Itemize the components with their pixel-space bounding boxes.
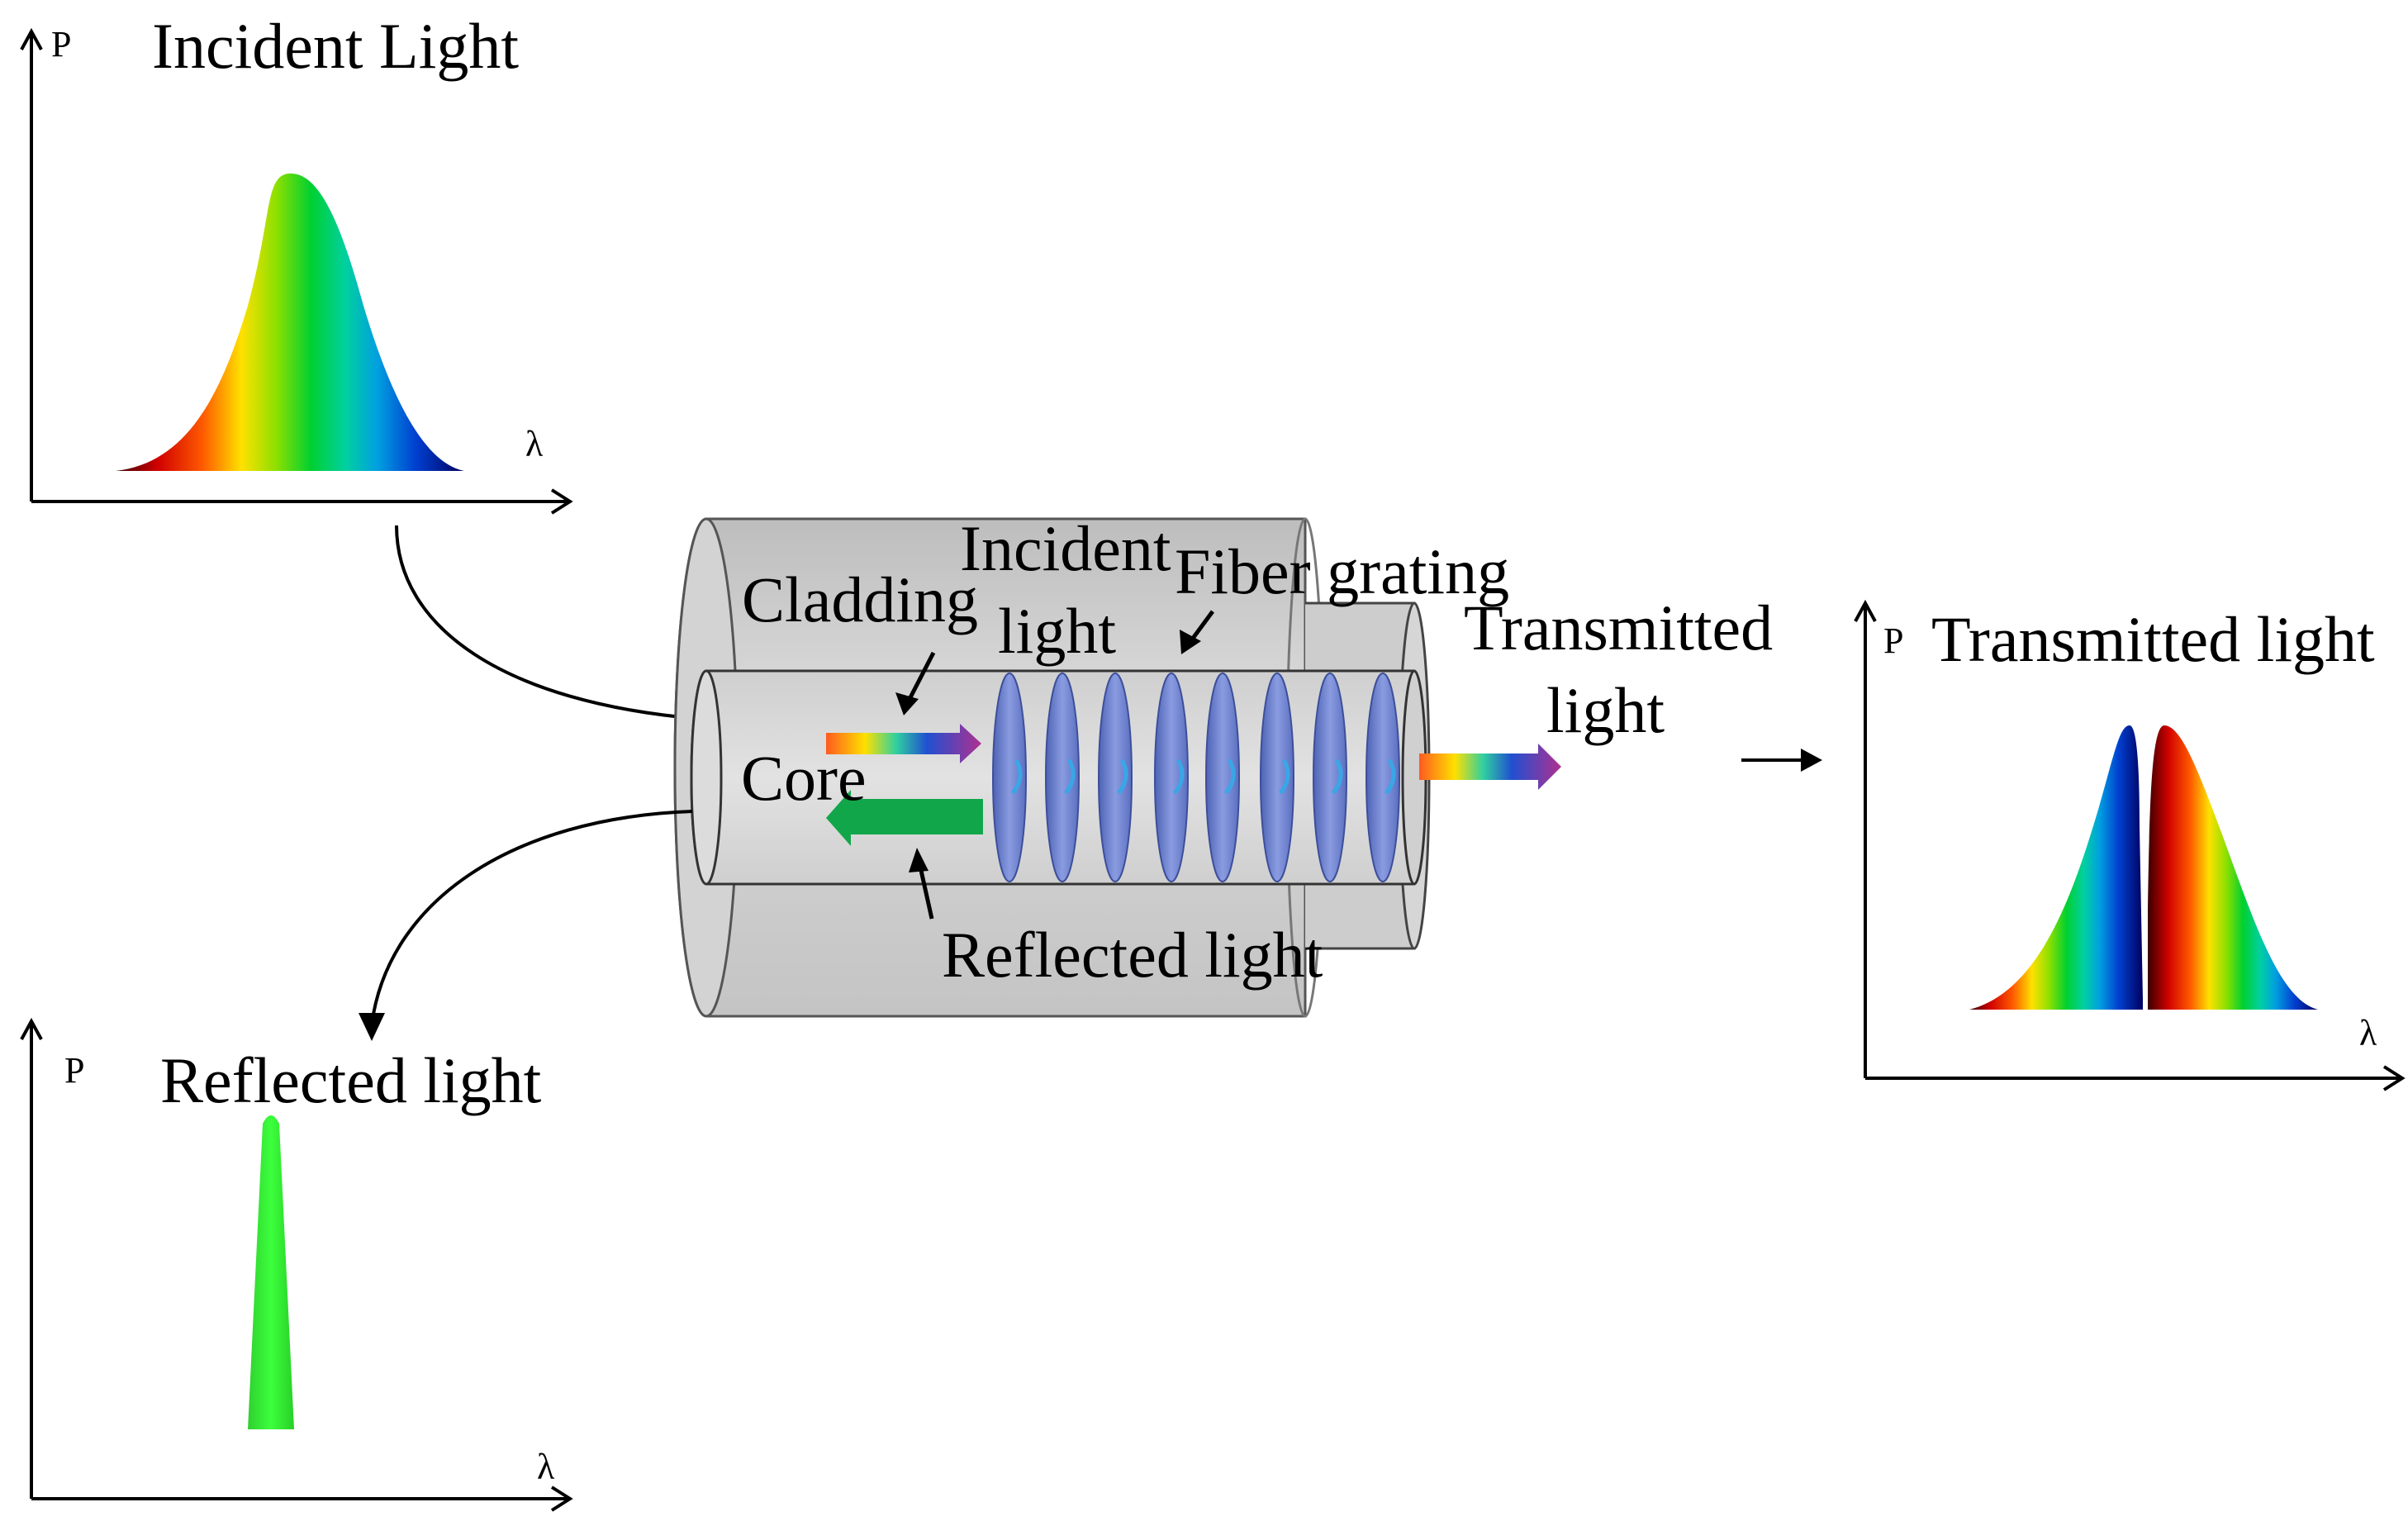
grating-ring (1313, 673, 1347, 882)
incident-light-plot: P λ Incident Light (20, 10, 573, 515)
grating-reflection-swirl (1116, 758, 1128, 795)
grating-reflection-swirl (1172, 758, 1185, 795)
incident-to-fiber-arrow (395, 525, 700, 720)
transmitted-light-label-line2: light (1546, 674, 1665, 746)
reflected-plot-title: Reflected light (160, 1044, 542, 1116)
grating-reflection-swirl (1331, 758, 1343, 795)
grating-ring (1098, 673, 1133, 882)
fiber-grating-rings (992, 673, 1400, 882)
grating-reflection-swirl (1278, 758, 1290, 795)
incident-plot-title: Incident Light (152, 10, 519, 82)
grating-ring (1154, 673, 1189, 882)
incident-y-axis-arrow-icon (20, 27, 43, 50)
grating-ring (1045, 673, 1080, 882)
reflected-pointer-arrowhead-icon (909, 848, 929, 872)
grating-ring (992, 673, 1027, 882)
reflected-light-label: Reflected light (942, 919, 1323, 991)
reflected-x-axis-label: λ (537, 1447, 555, 1487)
transmitted-light-plot: P λ Transmitted light (1854, 599, 2406, 1091)
incident-x-axis-arrow-icon (550, 488, 573, 515)
grating-reflection-swirl (1223, 758, 1236, 795)
grating-reflection-swirl (1010, 758, 1023, 795)
cladding-label: Cladding (742, 563, 978, 635)
grating-pointer-arrowhead-icon (1180, 630, 1201, 654)
reflected-beam-arrow (826, 790, 983, 846)
transmitted-beam-arrow (1419, 744, 1561, 790)
transmitted-y-axis-label: P (1883, 620, 1903, 661)
cladding-pointer-arrow (905, 651, 936, 706)
fiber-to-reflected-arrowhead-icon (359, 1013, 385, 1041)
grating-ring (1260, 673, 1294, 882)
reflected-y-axis-label: P (64, 1050, 84, 1091)
incident-beam-arrow (826, 724, 981, 763)
grating-ring (1205, 673, 1240, 882)
grating-reflection-swirl (1063, 758, 1076, 795)
fiber-to-transmitted-arrowhead-icon (1801, 749, 1822, 772)
reflected-y-axis-arrow-icon (20, 1017, 43, 1040)
fiber-to-reflected-arrow (370, 810, 693, 1025)
core-label: Core (741, 742, 867, 814)
incident-y-axis-label: P (51, 24, 71, 64)
transmitted-light-label-line1: Transmitted (1464, 592, 1773, 663)
core-end-face (690, 669, 723, 886)
reflected-light-plot: P λ Reflected light (20, 1017, 573, 1512)
incident-light-label-line2: light (998, 595, 1116, 667)
fiber-grating-label: Fiber grating (1175, 535, 1509, 607)
reflected-peak (248, 1115, 294, 1429)
grating-ring (1365, 673, 1400, 882)
cladding-pointer-arrowhead-icon (895, 692, 919, 715)
incident-x-axis-label: λ (525, 424, 544, 464)
transmitted-x-axis-label: λ (2359, 1013, 2377, 1053)
incident-light-label-line1: Incident (960, 512, 1171, 584)
transmitted-plot-title: Transmitted light (1931, 603, 2375, 675)
transmitted-x-axis-arrow-icon (2382, 1065, 2406, 1091)
transmitted-y-axis-arrow-icon (1854, 599, 1877, 622)
transmitted-spectrum-left (1969, 725, 2143, 1010)
transmitted-spectrum-right (2148, 725, 2318, 1010)
incident-spectrum-curve (116, 174, 464, 471)
reflected-x-axis-arrow-icon (550, 1486, 573, 1512)
optical-fiber: Cladding Core Incident light Fiber grati… (673, 512, 1773, 1018)
grating-reflection-swirl (1384, 758, 1396, 795)
